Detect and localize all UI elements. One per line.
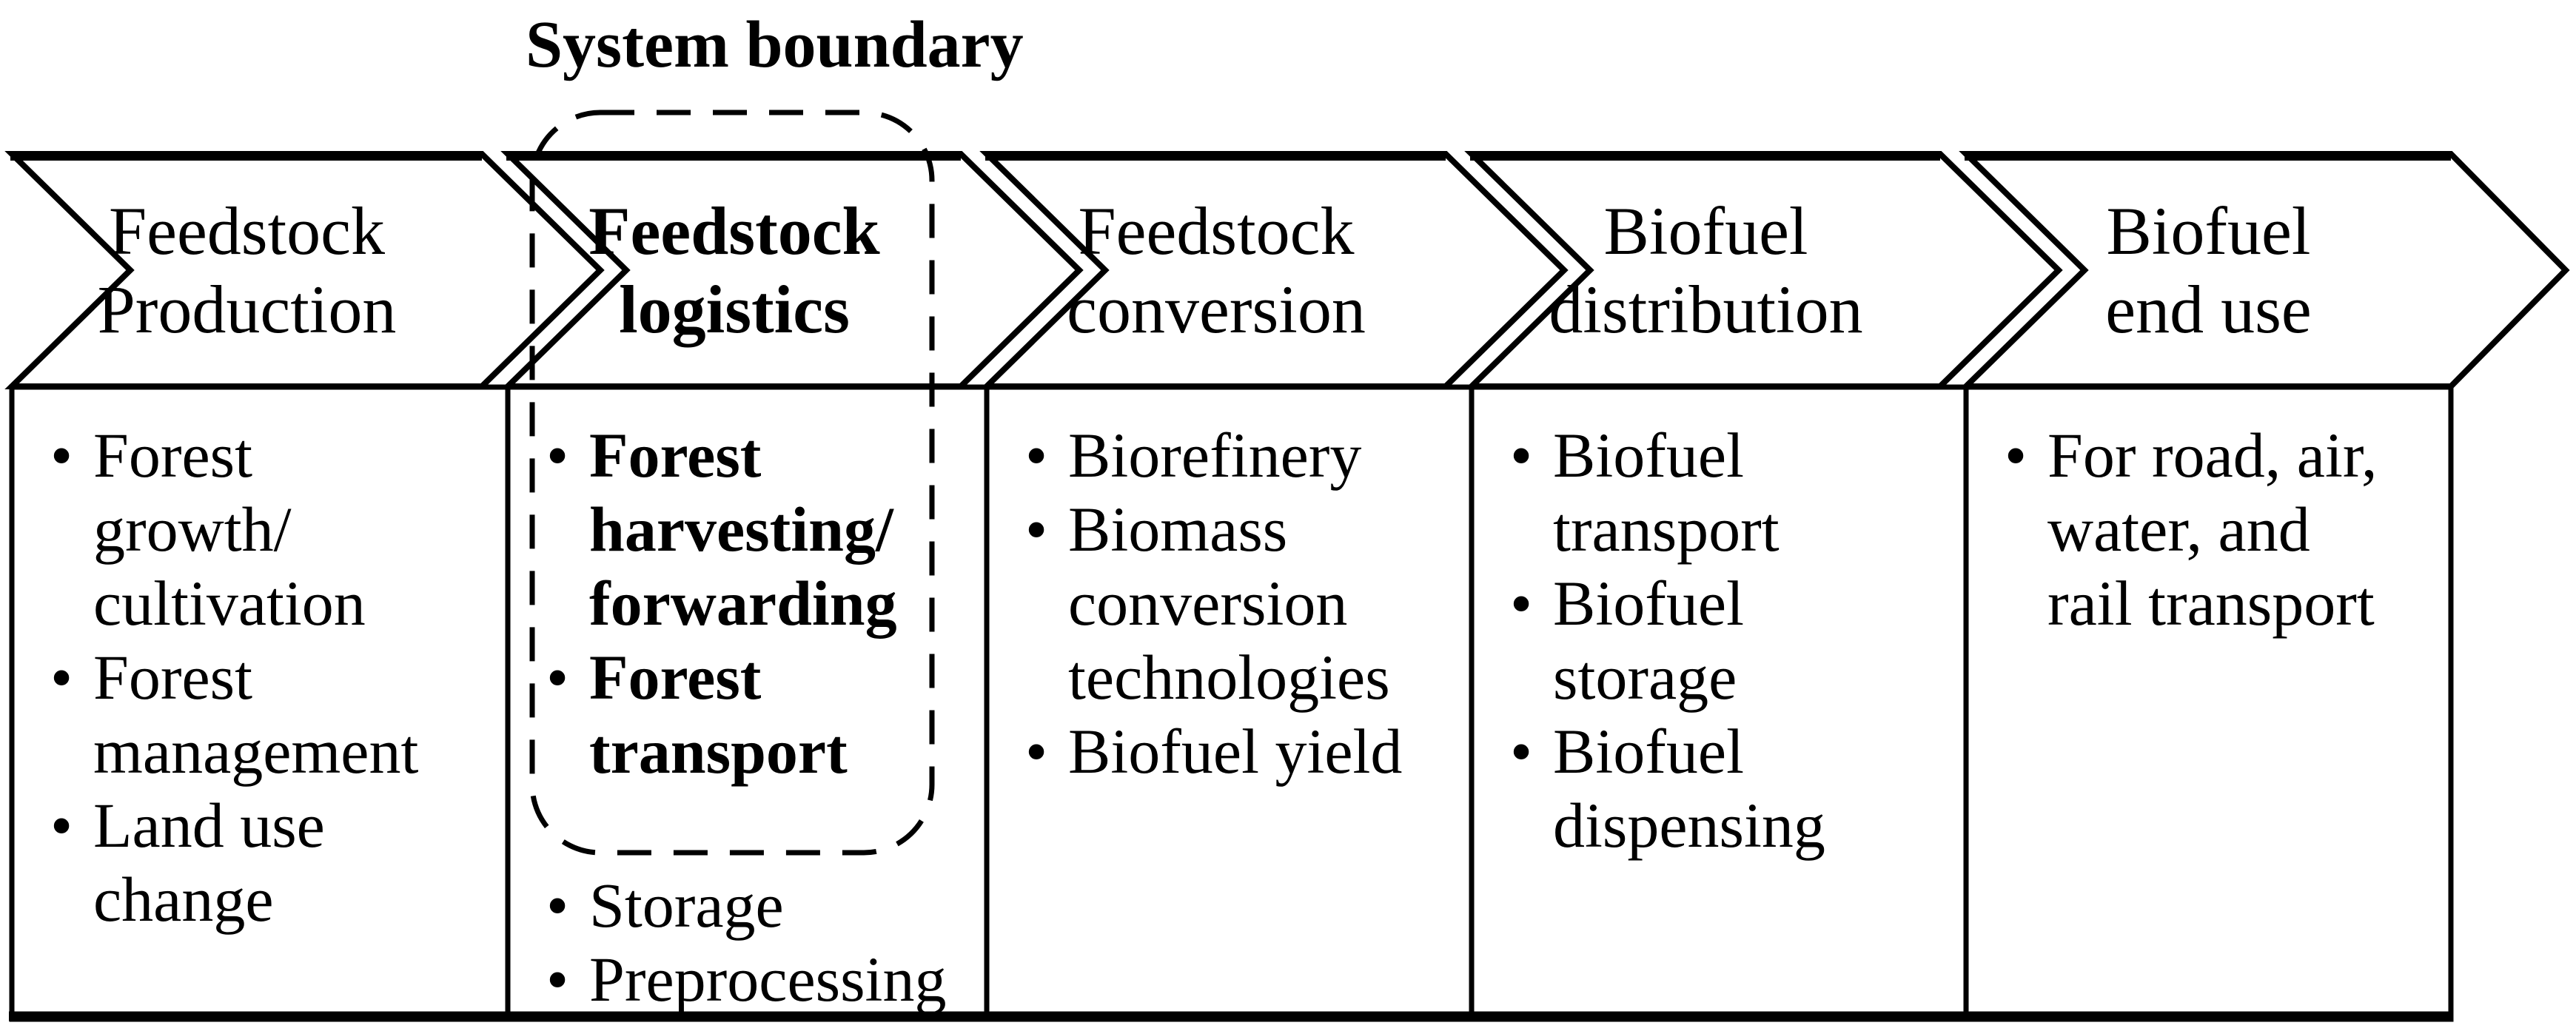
- list-item-text: For road, air, water, and rail transport: [2047, 420, 2378, 639]
- bullet-icon: •: [546, 420, 569, 491]
- list-item: • Biofuel dispensing: [1510, 714, 1960, 862]
- list-item: • Biofuel transport: [1510, 418, 1960, 566]
- list-item-text: Biofuel yield: [1068, 716, 1403, 787]
- list-item-text: Biomass conversion technologies: [1068, 494, 1390, 713]
- list-item-text: Storage: [589, 870, 784, 941]
- list-item: • Preprocessing: [546, 942, 981, 1016]
- stage-details-feedstock-production: • Forest growth/ cultivation • Forest ma…: [12, 387, 508, 1019]
- stage-chevron-feedstock-logistics: Feedstock logistics: [588, 193, 880, 347]
- bullet-icon: •: [50, 642, 73, 713]
- stage-details-feedstock-logistics: • Forest harvesting/ forwarding • Forest…: [508, 387, 987, 1019]
- secondary-item-group: • Storage • Preprocessing: [546, 868, 981, 1016]
- bullet-icon: •: [50, 790, 73, 861]
- list-item-text: Biofuel dispensing: [1553, 716, 1825, 861]
- list-item-text: Land use change: [93, 790, 325, 935]
- list-item: • Biomass conversion technologies: [1025, 492, 1466, 714]
- bullet-icon: •: [546, 870, 569, 941]
- stage-box-4: [1469, 384, 1969, 1022]
- stage-chevron-feedstock-conversion: Feedstock conversion: [1067, 193, 1366, 347]
- stage-box-5: [1963, 384, 2454, 1022]
- list-item-text: Forest management: [93, 642, 419, 787]
- bullet-icon: •: [1510, 568, 1533, 639]
- stage-details-biofuel-distribution: • Biofuel transport • Biofuel storage • …: [1472, 387, 1966, 1019]
- list-item: • Forest transport: [546, 640, 981, 788]
- list-item-text: Forest transport: [589, 642, 848, 787]
- list-item-text: Biofuel storage: [1553, 568, 1744, 713]
- stage-box-2: [505, 384, 990, 1022]
- list-item: • Forest harvesting/ forwarding: [546, 418, 981, 640]
- list-item-text: Biorefinery: [1068, 420, 1362, 491]
- list-item: • For road, air, water, and rail transpo…: [2005, 418, 2445, 640]
- system-boundary-label: System boundary: [526, 8, 1024, 81]
- bullet-icon: •: [546, 944, 569, 1015]
- list-item: • Biofuel yield: [1025, 714, 1466, 788]
- list-item-text: Biofuel transport: [1553, 420, 1780, 565]
- bullet-icon: •: [1025, 716, 1048, 787]
- list-item: • Land use change: [50, 788, 502, 936]
- stage-box-1: [9, 384, 511, 1022]
- list-item-text: Preprocessing: [589, 944, 947, 1015]
- bullet-icon: •: [1025, 420, 1048, 491]
- bullet-icon: •: [2005, 420, 2027, 491]
- system-boundary-outline: [529, 110, 935, 856]
- stage-chevron-biofuel-end-use: Biofuel end use: [2105, 193, 2312, 347]
- system-boundary-item-group: • Forest harvesting/ forwarding • Forest…: [546, 418, 981, 788]
- stage-details-biofuel-end-use: • For road, air, water, and rail transpo…: [1966, 387, 2451, 1019]
- stage-details-feedstock-conversion: • Biorefinery • Biomass conversion techn…: [987, 387, 1472, 1019]
- list-item-text: Forest harvesting/ forwarding: [589, 420, 897, 639]
- list-item: • Storage: [546, 868, 981, 942]
- bullet-icon: •: [546, 642, 569, 713]
- list-item: • Forest growth/ cultivation: [50, 418, 502, 640]
- bullet-icon: •: [1510, 420, 1533, 491]
- bullet-icon: •: [50, 420, 73, 491]
- list-item: • Biorefinery: [1025, 418, 1466, 492]
- stage-chevron-biofuel-distribution: Biofuel distribution: [1549, 193, 1863, 347]
- list-item: • Biofuel storage: [1510, 566, 1960, 714]
- bullet-icon: •: [1025, 494, 1048, 565]
- bullet-icon: •: [1510, 716, 1533, 787]
- list-item: • Forest management: [50, 640, 502, 788]
- list-item-text: Forest growth/ cultivation: [93, 420, 366, 639]
- stage-chevron-feedstock-production: Feedstock Production: [97, 193, 397, 347]
